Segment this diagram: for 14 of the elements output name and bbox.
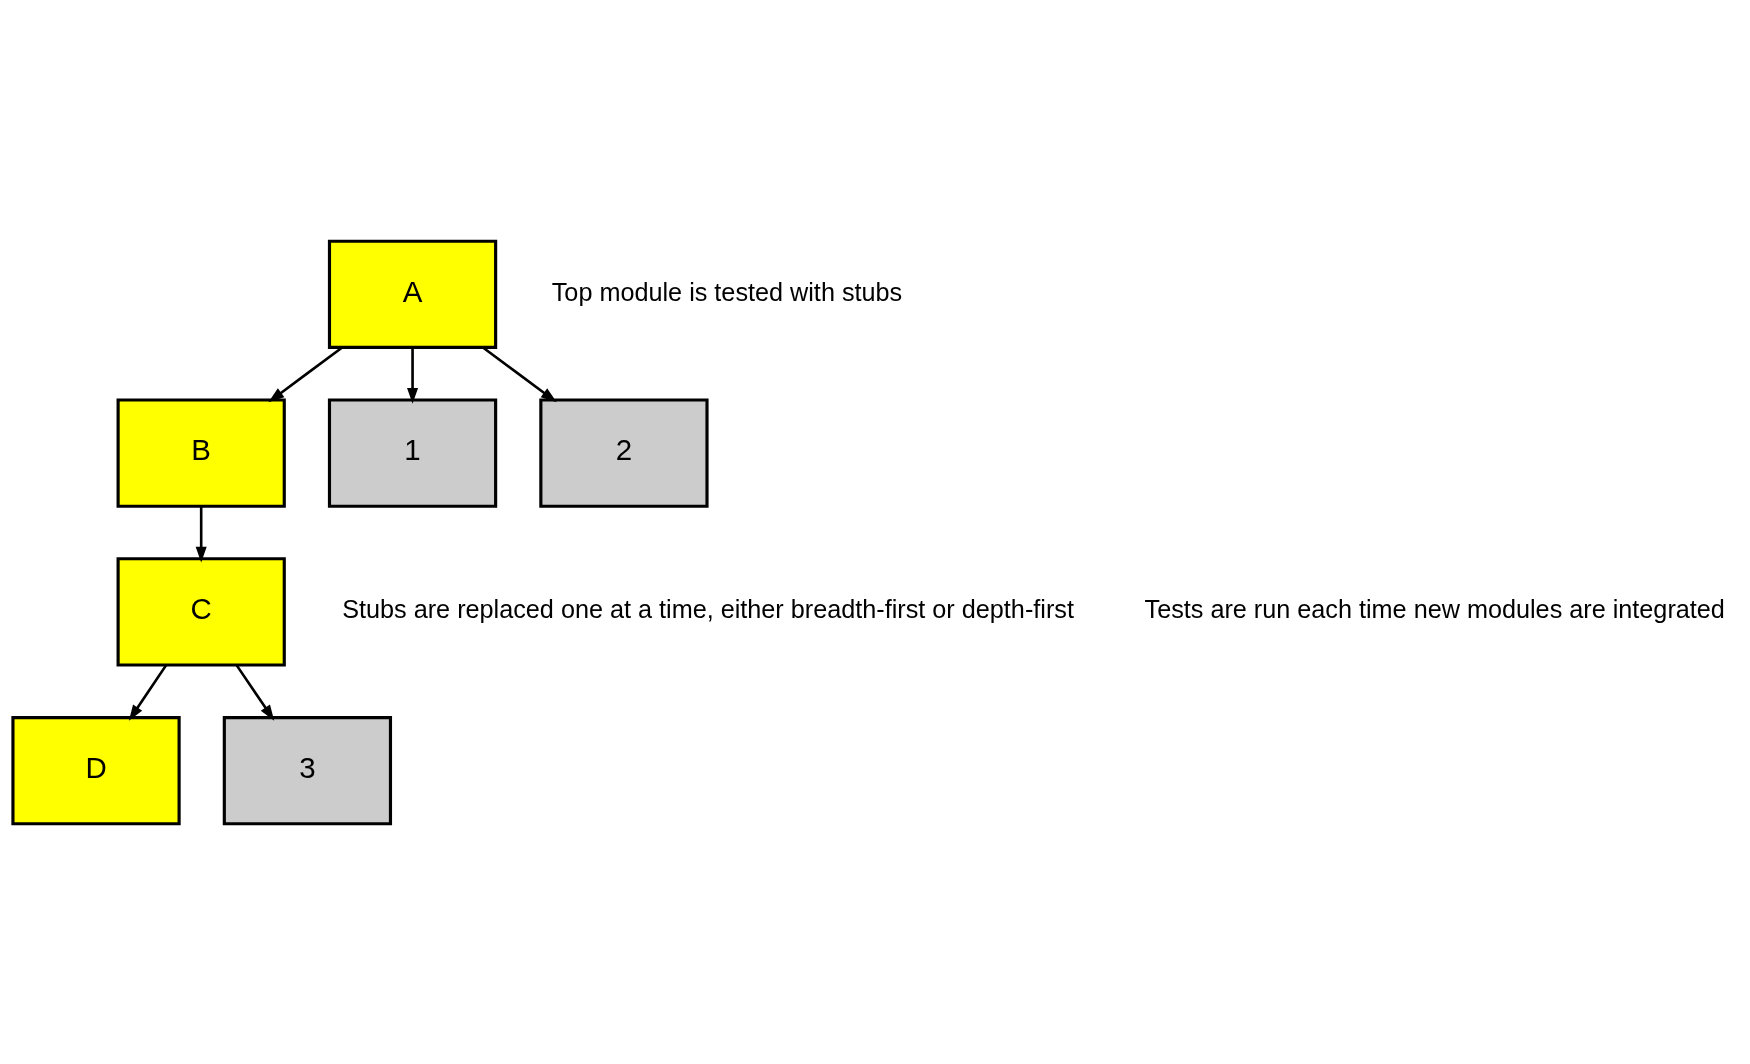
node-box: 3	[222, 715, 393, 825]
node-box: 1	[327, 397, 498, 508]
arrow	[235, 663, 275, 721]
node-box: C	[116, 556, 286, 667]
node-box: A	[327, 239, 498, 349]
label: Tests are run each time new modules are integrated	[1144, 594, 1725, 623]
arrow	[195, 505, 207, 563]
label: Stubs are replaced one at a time, either breadth-first or depth-first	[342, 594, 1074, 623]
arrow	[407, 347, 419, 404]
arrow	[128, 663, 168, 721]
node-box: 2	[539, 397, 709, 508]
label: Top module is tested with stubs	[551, 277, 903, 306]
node-box: B	[116, 397, 286, 508]
node-box: D	[11, 715, 181, 825]
